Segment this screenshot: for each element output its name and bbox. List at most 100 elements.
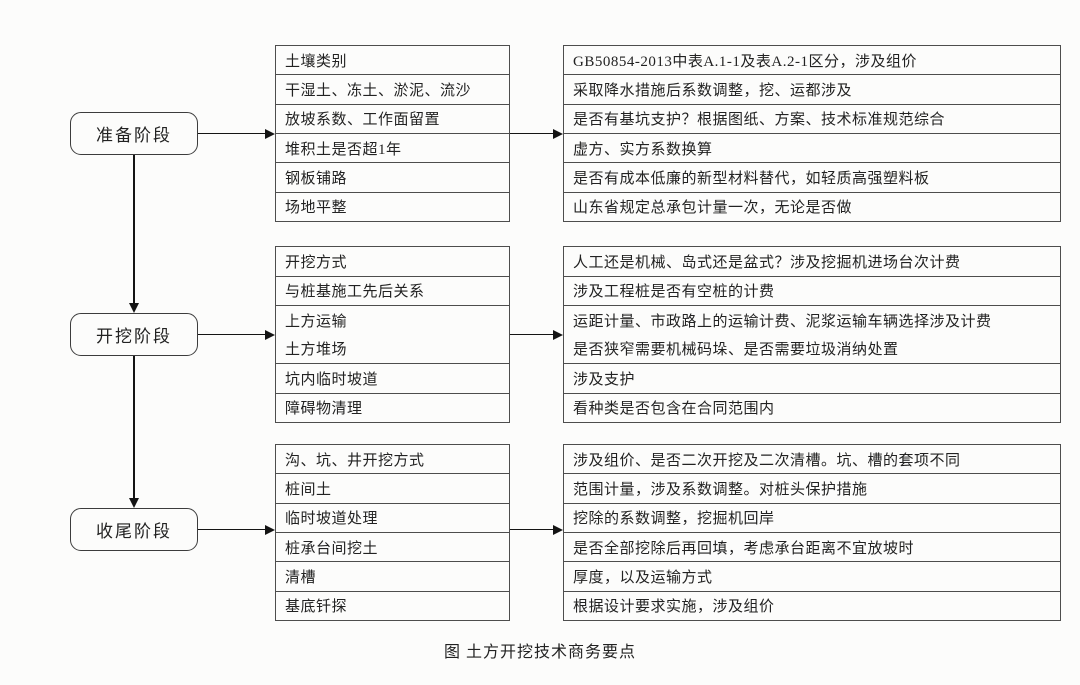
item-row-label: 场地平整 [285,200,348,217]
arrow-items-to-notes-1-arrowhead-icon [553,329,563,340]
note-row: 看种类是否包含在合同范围内 [564,394,1060,423]
notes-table: GB50854-2013中表A.1-1及表A.2-1区分，涉及组价采取降水措施后… [563,45,1061,222]
note-row-label: 是否有基坑支护？根据图纸、方案、技术标准规范综合 [573,112,946,129]
item-row-label: 堆积土是否超1年 [285,141,402,158]
note-row: GB50854-2013中表A.1-1及表A.2-1区分，涉及组价 [564,46,1060,76]
arrow-stage-to-items-1-line [198,333,266,336]
stage-box-2: 收尾阶段 [70,508,198,551]
note-row-label: 看种类是否包含在合同范围内 [573,401,775,418]
note-row: 采取降水措施后系数调整，挖、运都涉及 [564,75,1060,105]
arrow-stage-to-items-0-arrowhead-icon [265,128,275,139]
note-row-label: GB50854-2013中表A.1-1及表A.2-1区分，涉及组价 [573,53,917,70]
arrow-stage-to-items-2-arrowhead-icon [265,524,275,535]
note-row: 厚度，以及运输方式 [564,562,1060,592]
note-row: 涉及组价、是否二次开挖及二次清槽。坑、槽的套项不同 [564,445,1060,475]
item-row-label: 上方运输 [285,313,348,330]
note-row-label: 是否全部挖除后再回填，考虑承台距离不宜放坡时 [573,540,915,557]
arrow-stage-to-items-0-line [198,132,266,135]
note-row: 范围计量，涉及系数调整。对桩头保护措施 [564,474,1060,504]
note-row: 虚方、实方系数换算 [564,134,1060,164]
item-row: 障碍物清理 [276,394,509,423]
arrow-items-to-notes-2-line [510,528,554,531]
arrow-stage-down-2-line [133,356,135,499]
item-row-label: 临时坡道处理 [285,511,379,528]
stage-label: 收尾阶段 [96,522,172,541]
item-row-label: 土方堆场 [285,342,348,359]
item-row: 土壤类别 [276,46,509,76]
item-row-label: 放坡系数、工作面留置 [285,112,441,129]
item-row: 与桩基施工先后关系 [276,277,509,306]
stage-label: 准备阶段 [96,126,172,145]
note-row: 挖除的系数调整，挖掘机回岸 [564,504,1060,533]
item-row-label: 土壤类别 [285,53,348,70]
notes-table: 涉及组价、是否二次开挖及二次清槽。坑、槽的套项不同范围计量，涉及系数调整。对桩头… [563,444,1061,621]
item-row: 上方运输 [276,306,509,335]
arrow-stage-down-1-arrowhead-icon [129,303,139,313]
item-row-label: 桩间土 [285,481,332,498]
items-table: 沟、坑、井开挖方式桩间土临时坡道处理桩承台间挖土清槽基底钎探 [275,444,510,621]
note-row-label: 是否有成本低廉的新型材料替代，如轻质高强塑料板 [573,170,930,187]
note-row-label: 是否狭窄需要机械码垛、是否需要垃圾消纳处置 [573,342,899,359]
arrow-items-to-notes-2-arrowhead-icon [553,524,563,535]
item-row: 基底钎探 [276,592,509,620]
note-row: 是否狭窄需要机械码垛、是否需要垃圾消纳处置 [564,335,1060,364]
item-row-label: 清槽 [285,569,317,586]
item-row-label: 障碍物清理 [285,401,363,418]
note-row: 根据设计要求实施，涉及组价 [564,592,1060,620]
arrow-stage-to-items-1-arrowhead-icon [265,329,275,340]
item-row: 临时坡道处理 [276,504,509,533]
item-row: 沟、坑、井开挖方式 [276,445,509,475]
item-row-label: 沟、坑、井开挖方式 [285,452,425,469]
note-row: 涉及支护 [564,364,1060,394]
arrow-stage-down-1-line [133,155,135,304]
note-row-label: 运距计量、市政路上的运输计费、泥浆运输车辆选择涉及计费 [573,313,992,330]
arrow-items-to-notes-0-line [510,132,554,135]
note-row-label: 范围计量，涉及系数调整。对桩头保护措施 [573,481,868,498]
item-row: 场地平整 [276,193,509,221]
note-row-label: 根据设计要求实施，涉及组价 [573,599,775,616]
item-row-label: 开挖方式 [285,254,348,271]
stage-box-1: 开挖阶段 [70,313,198,356]
stage-box-0: 准备阶段 [70,112,198,155]
item-row: 桩承台间挖土 [276,533,509,563]
note-row-label: 厚度，以及运输方式 [573,569,713,586]
items-table: 开挖方式与桩基施工先后关系上方运输土方堆场坑内临时坡道障碍物清理 [275,246,510,423]
arrow-items-to-notes-1-line [510,333,554,336]
note-row: 是否有基坑支护？根据图纸、方案、技术标准规范综合 [564,105,1060,134]
note-row-label: 涉及工程桩是否有空桩的计费 [573,284,775,301]
item-row-label: 干湿土、冻土、淤泥、流沙 [285,82,472,99]
item-row-label: 桩承台间挖土 [285,540,379,557]
arrow-items-to-notes-0-arrowhead-icon [553,128,563,139]
note-row: 是否有成本低廉的新型材料替代，如轻质高强塑料板 [564,163,1060,193]
note-row-label: 采取降水措施后系数调整，挖、运都涉及 [573,82,853,99]
arrow-stage-down-2-arrowhead-icon [129,498,139,508]
item-row-label: 钢板铺路 [285,170,348,187]
note-row: 山东省规定总承包计量一次，无论是否做 [564,193,1060,221]
item-row: 开挖方式 [276,247,509,277]
item-row: 放坡系数、工作面留置 [276,105,509,134]
note-row-label: 涉及支护 [573,371,636,388]
note-row-label: 山东省规定总承包计量一次，无论是否做 [573,200,853,217]
item-row: 坑内临时坡道 [276,364,509,394]
item-row: 钢板铺路 [276,163,509,193]
item-row: 清槽 [276,562,509,592]
item-row-label: 坑内临时坡道 [285,371,379,388]
note-row-label: 人工还是机械、岛式还是盆式？涉及挖掘机进场台次计费 [573,254,961,271]
note-row: 是否全部挖除后再回填，考虑承台距离不宜放坡时 [564,533,1060,563]
notes-table: 人工还是机械、岛式还是盆式？涉及挖掘机进场台次计费涉及工程桩是否有空桩的计费运距… [563,246,1061,423]
item-row: 桩间土 [276,474,509,504]
figure-caption: 图 土方开挖技术商务要点 [443,644,636,661]
note-row-label: 涉及组价、是否二次开挖及二次清槽。坑、槽的套项不同 [573,452,961,469]
item-row: 干湿土、冻土、淤泥、流沙 [276,75,509,105]
note-row: 运距计量、市政路上的运输计费、泥浆运输车辆选择涉及计费 [564,306,1060,335]
item-row-label: 与桩基施工先后关系 [285,284,425,301]
note-row-label: 挖除的系数调整，挖掘机回岸 [573,511,775,528]
note-row-label: 虚方、实方系数换算 [573,141,713,158]
items-table: 土壤类别干湿土、冻土、淤泥、流沙放坡系数、工作面留置堆积土是否超1年钢板铺路场地… [275,45,510,222]
arrow-stage-to-items-2-line [198,528,266,531]
item-row: 堆积土是否超1年 [276,134,509,164]
item-row: 土方堆场 [276,335,509,364]
item-row-label: 基底钎探 [285,599,348,616]
stage-label: 开挖阶段 [96,327,172,346]
